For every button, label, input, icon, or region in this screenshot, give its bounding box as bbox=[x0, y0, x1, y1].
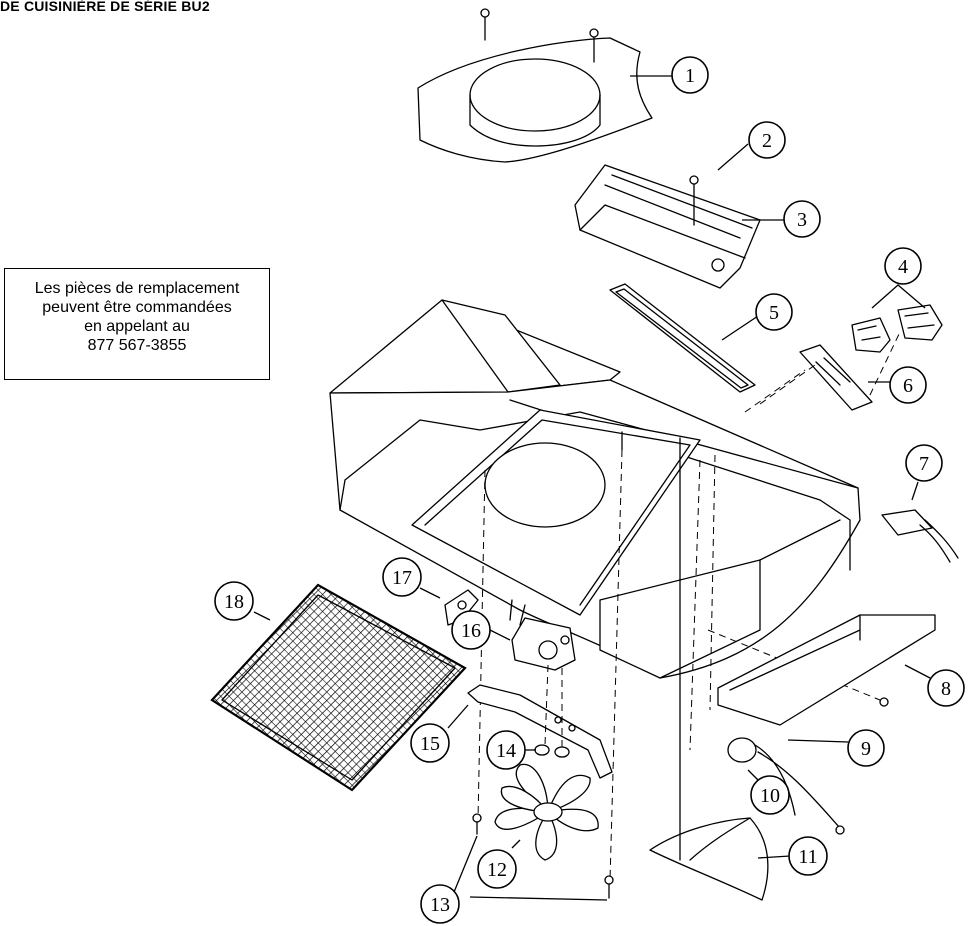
part-fan-blade bbox=[494, 763, 599, 861]
svg-text:12: 12 bbox=[487, 859, 507, 881]
part-grease-filter bbox=[210, 583, 467, 792]
svg-text:10: 10 bbox=[760, 785, 780, 807]
callout-16: 16 bbox=[451, 610, 491, 650]
svg-text:6: 6 bbox=[903, 375, 913, 397]
svg-text:16: 16 bbox=[461, 620, 481, 642]
part-damper-bracket bbox=[574, 164, 761, 289]
svg-text:1: 1 bbox=[685, 65, 695, 87]
part-duct-plate bbox=[417, 8, 653, 163]
svg-text:11: 11 bbox=[798, 846, 817, 868]
part-duct-channel bbox=[649, 437, 769, 901]
notice-line-1: Les pièces de remplacement bbox=[34, 280, 240, 297]
callout-12: 12 bbox=[477, 849, 517, 889]
callout-6: 6 bbox=[889, 366, 927, 404]
svg-text:9: 9 bbox=[861, 738, 871, 760]
callout-18: 18 bbox=[214, 581, 254, 621]
callout-13: 13 bbox=[420, 884, 460, 924]
callout-15: 15 bbox=[410, 723, 450, 763]
callout-9: 9 bbox=[847, 729, 885, 767]
part-motor bbox=[509, 599, 576, 671]
svg-text:8: 8 bbox=[941, 678, 951, 700]
callout-8: 8 bbox=[927, 669, 965, 707]
replacement-parts-notice: Les pièces de remplacement peuvent être … bbox=[4, 268, 270, 380]
notice-line-4: 877 567-3855 bbox=[87, 337, 187, 354]
notice-line-2: peuvent être commandées bbox=[42, 299, 232, 316]
svg-text:7: 7 bbox=[919, 453, 929, 475]
part-gasket bbox=[609, 283, 756, 393]
callout-2: 2 bbox=[748, 121, 786, 159]
notice-line-3: en appelant au bbox=[84, 318, 190, 335]
svg-text:5: 5 bbox=[769, 302, 779, 324]
part-light-cover bbox=[717, 614, 936, 726]
callout-3: 3 bbox=[783, 200, 821, 238]
assembly-lines bbox=[477, 331, 901, 881]
part-light-socket bbox=[727, 737, 845, 835]
callout-4: 4 bbox=[884, 247, 922, 285]
callout-17: 17 bbox=[382, 557, 422, 597]
svg-text:15: 15 bbox=[420, 733, 440, 755]
part-switch-plate bbox=[799, 344, 873, 411]
part-clip bbox=[444, 589, 479, 626]
callout-5: 5 bbox=[755, 293, 793, 331]
page-title: DE CUISINIÈRE DE SÉRIE BU2 bbox=[0, 0, 210, 14]
part-switches bbox=[851, 304, 943, 353]
part-hood-body bbox=[329, 299, 861, 679]
svg-text:13: 13 bbox=[430, 894, 450, 916]
svg-text:17: 17 bbox=[392, 567, 412, 589]
svg-text:4: 4 bbox=[898, 256, 908, 278]
callout-10: 10 bbox=[750, 775, 790, 815]
callout-7: 7 bbox=[905, 444, 943, 482]
part-nuts bbox=[534, 664, 570, 758]
callout-11: 11 bbox=[788, 836, 828, 876]
leader-lines bbox=[253, 75, 931, 901]
part-screws bbox=[472, 813, 614, 899]
svg-text:14: 14 bbox=[496, 740, 516, 762]
svg-text:3: 3 bbox=[797, 209, 807, 231]
callout-14: 14 bbox=[486, 730, 526, 770]
svg-text:2: 2 bbox=[762, 130, 772, 152]
callout-1: 1 bbox=[671, 56, 709, 94]
part-terminal-block bbox=[881, 509, 959, 563]
svg-text:18: 18 bbox=[224, 591, 244, 613]
part-motor-bracket bbox=[467, 684, 613, 779]
